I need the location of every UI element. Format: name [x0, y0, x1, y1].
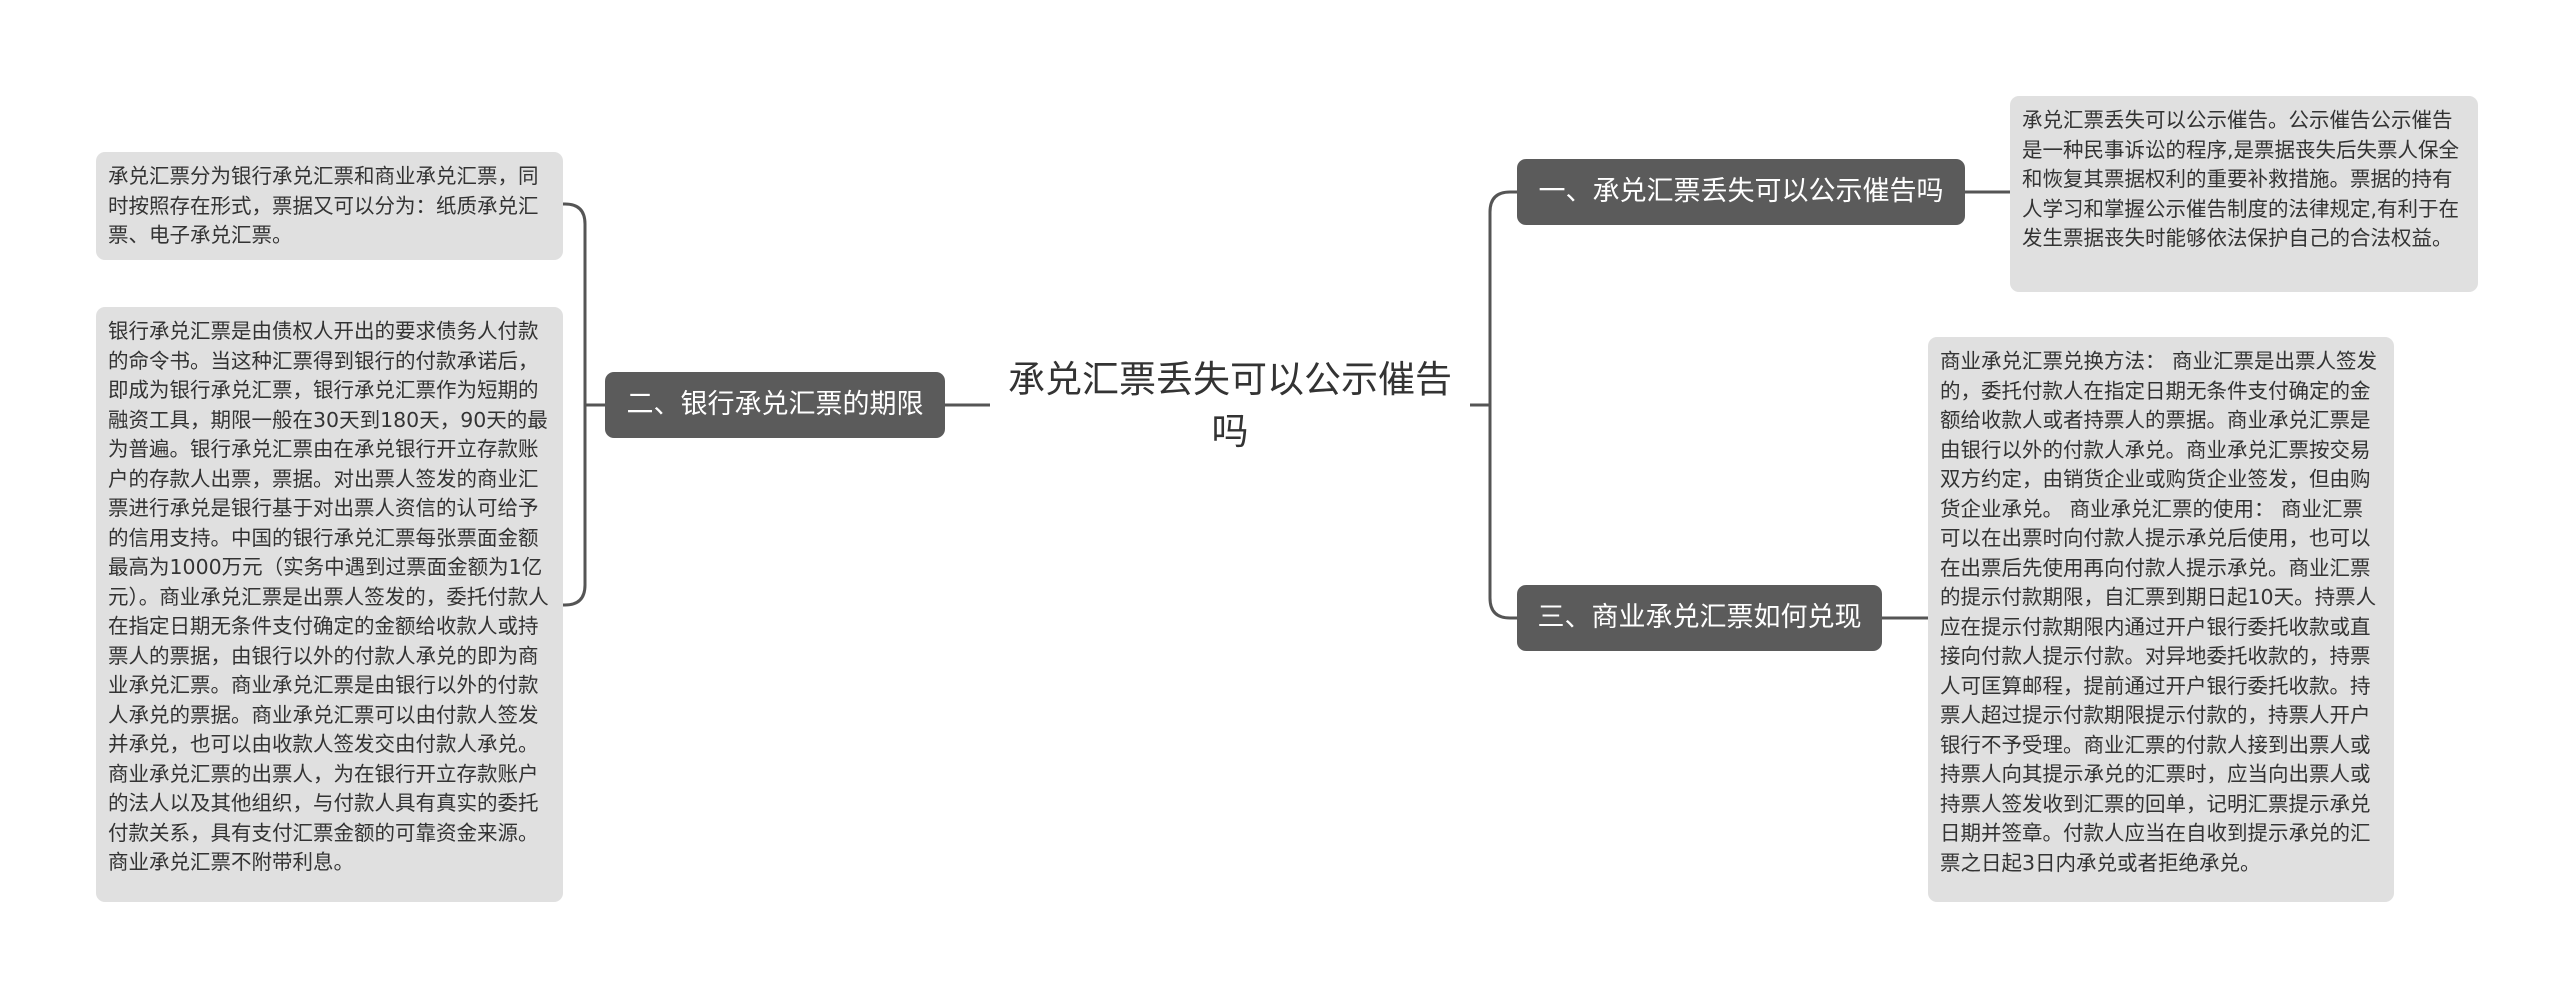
branch-topic-2-label: 二、银行承兑汇票的期限: [626, 389, 924, 420]
branch-topic-1-label: 一、承兑汇票丢失可以公示催告吗: [1538, 176, 1944, 207]
branch-topic-1[interactable]: 一、承兑汇票丢失可以公示催告吗: [1517, 159, 1965, 225]
branch-3-detail-text: 商业承兑汇票兑换方法： 商业汇票是出票人签发的，委托付款人在指定日期无条件支付确…: [1940, 349, 2378, 875]
branch-2-detail-2-text: 银行承兑汇票是由债权人开出的要求债务人付款的命令书。当这种汇票得到银行的付款承诺…: [108, 319, 549, 874]
root-topic[interactable]: 承兑汇票丢失可以公示催告吗: [990, 350, 1470, 462]
branch-topic-2[interactable]: 二、银行承兑汇票的期限: [605, 372, 945, 438]
branch-3-detail[interactable]: 商业承兑汇票兑换方法： 商业汇票是出票人签发的，委托付款人在指定日期无条件支付确…: [1928, 337, 2394, 902]
connector-branch2-details: [563, 202, 605, 607]
branch-2-detail-1-text: 承兑汇票分为银行承兑汇票和商业承兑汇票，同时按照存在形式，票据又可以分为：纸质承…: [108, 164, 539, 247]
branch-topic-3[interactable]: 三、商业承兑汇票如何兑现: [1517, 585, 1882, 651]
root-topic-title: 承兑汇票丢失可以公示催告吗: [1008, 358, 1452, 453]
branch-1-detail[interactable]: 承兑汇票丢失可以公示催告。公示催告公示催告是一种民事诉讼的程序,是票据丧失后失票…: [2010, 96, 2478, 292]
connector-root-right: [1470, 190, 1517, 620]
branch-topic-3-label: 三、商业承兑汇票如何兑现: [1537, 602, 1862, 633]
branch-1-detail-text: 承兑汇票丢失可以公示催告。公示催告公示催告是一种民事诉讼的程序,是票据丧失后失票…: [2022, 108, 2460, 250]
branch-2-detail-1[interactable]: 承兑汇票分为银行承兑汇票和商业承兑汇票，同时按照存在形式，票据又可以分为：纸质承…: [96, 152, 563, 260]
branch-2-detail-2[interactable]: 银行承兑汇票是由债权人开出的要求债务人付款的命令书。当这种汇票得到银行的付款承诺…: [96, 307, 563, 902]
